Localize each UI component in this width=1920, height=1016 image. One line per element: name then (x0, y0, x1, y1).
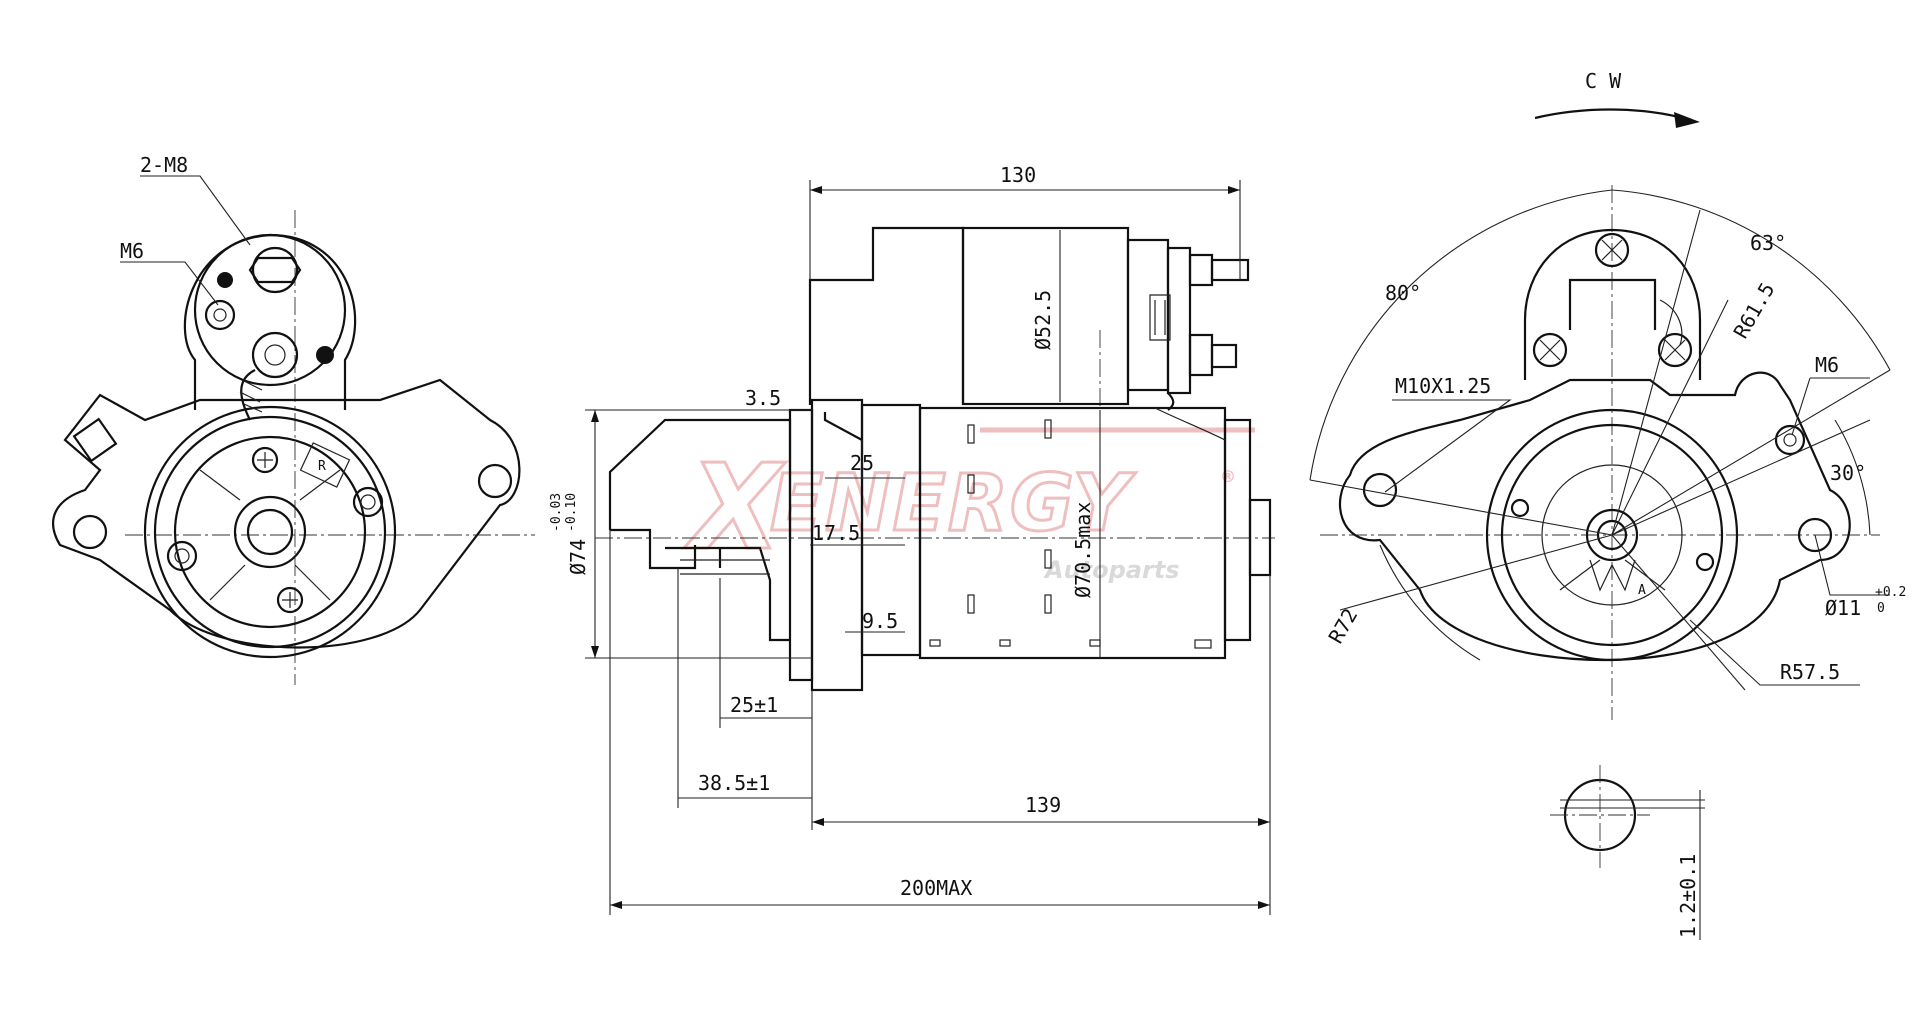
dim-dia-70-5: Ø70.5max (1071, 502, 1095, 598)
dim-200-max: 200MAX (900, 876, 972, 900)
radius-61-5: R61.5 (1729, 278, 1780, 342)
watermark: X ENERGY ® Autoparts (683, 427, 1255, 584)
side-view: 130 Ø52.5 3.5 25 17.5 9.5 Ø70.5max Ø74 -… (549, 163, 1275, 915)
rear-view: C W A 63° 80° (1309, 69, 1906, 720)
dim-dia-52-5: Ø52.5 (1031, 290, 1055, 350)
dim-139: 139 (1025, 793, 1061, 817)
dim-dia-74-tol-lower: -0.10 (564, 493, 579, 532)
watermark-registered: ® (1220, 467, 1236, 486)
radius-72: R72 (1324, 604, 1363, 647)
thread-m6-right: M6 (1815, 353, 1839, 377)
front-view: R 2-M8 M6 (52, 153, 535, 685)
dim-17-5: 17.5 (812, 521, 860, 545)
body-bolts (166, 446, 384, 614)
detail-view: 1.2±0.1 (1550, 765, 1705, 940)
angle-30: 30° (1830, 461, 1866, 485)
dim-25: 25 (850, 451, 874, 475)
dim-130: 130 (1000, 163, 1036, 187)
thread-m10: M10X1.25 (1395, 374, 1491, 398)
terminal-r-label: R (318, 459, 326, 474)
dim-1-2-tol: 1.2±0.1 (1676, 854, 1700, 938)
watermark-sub: Autoparts (1043, 556, 1180, 584)
dim-9-5: 9.5 (862, 609, 898, 633)
dim-dia-74-tol-upper: -0.03 (549, 493, 564, 532)
dim-3-5: 3.5 (745, 386, 781, 410)
radius-57-5: R57.5 (1780, 660, 1840, 684)
label-2-m8: 2-M8 (140, 153, 188, 177)
label-m6-left: M6 (120, 239, 144, 263)
angle-63: 63° (1750, 231, 1786, 255)
hole-dia-11: Ø11 (1825, 596, 1861, 620)
watermark-x-letter: X (684, 438, 786, 576)
rotation-label: C W (1585, 69, 1622, 93)
angle-80: 80° (1385, 281, 1421, 305)
dim-38-5-tol: 38.5±1 (698, 771, 770, 795)
dim-dia-74: Ø74 (566, 539, 590, 575)
hole-tol-lower: 0 (1877, 601, 1885, 616)
watermark-energy: ENERGY (770, 459, 1137, 549)
dim-25-tol: 25±1 (730, 693, 778, 717)
pinion-mark: A (1638, 583, 1646, 598)
hole-tol-upper: +0.2 (1875, 585, 1906, 600)
